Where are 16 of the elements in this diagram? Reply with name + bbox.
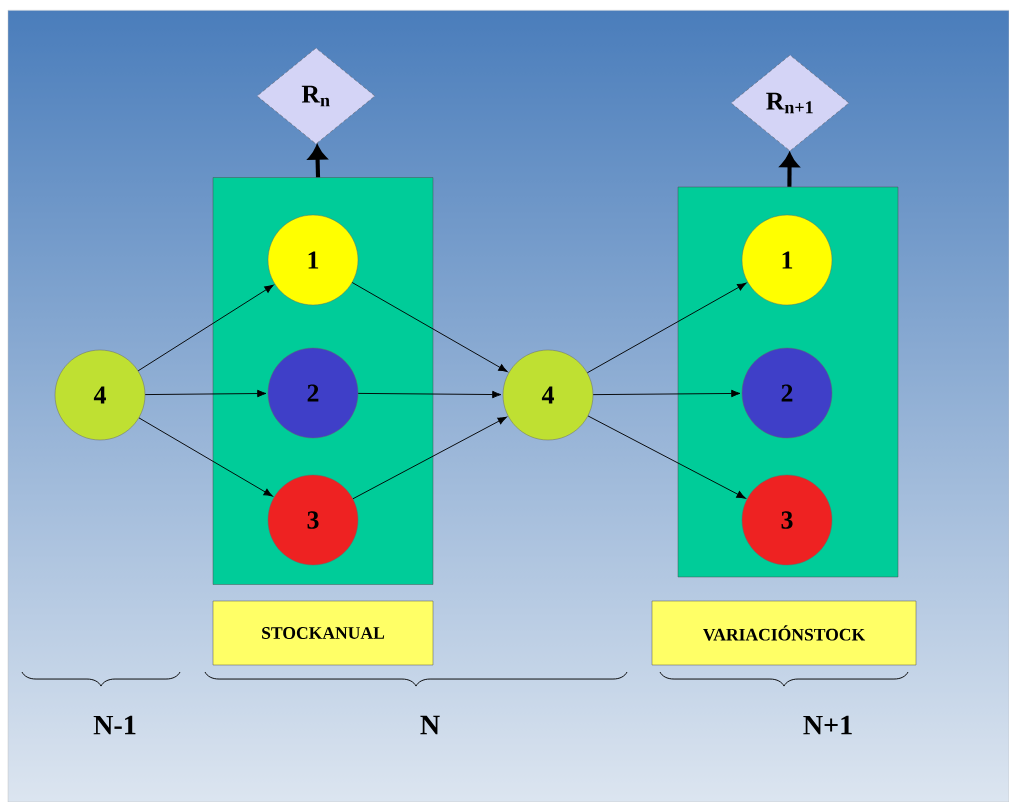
arrow: [138, 417, 273, 497]
stage-label-box: VARIACIÓNSTOCK: [651, 600, 917, 666]
arrow: [357, 390, 502, 399]
arrow: [780, 153, 799, 187]
period-label: N+1: [803, 715, 852, 735]
stage-label-box: STOCKANUAL: [212, 600, 434, 666]
period-label: N: [420, 715, 440, 735]
arrow: [587, 415, 746, 499]
arrow: [592, 389, 741, 398]
arrow: [352, 416, 507, 500]
arrow: [308, 145, 327, 178]
arrow: [586, 282, 747, 374]
arrow: [351, 282, 508, 373]
arrow: [137, 284, 274, 372]
period-label: N-1: [93, 715, 136, 735]
arrow: [144, 389, 267, 398]
